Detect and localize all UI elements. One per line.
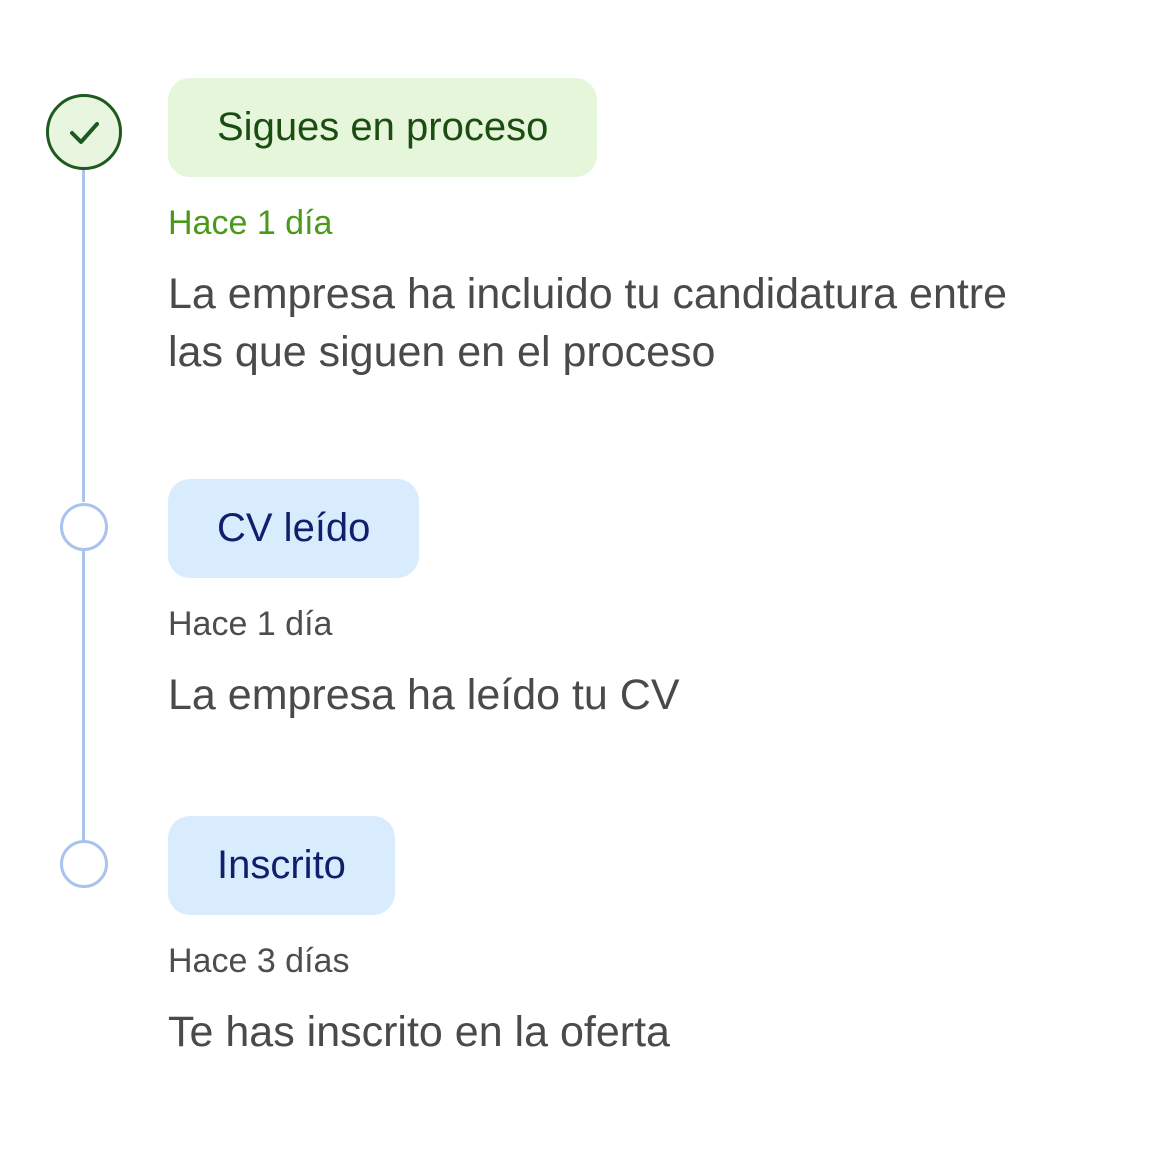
timeline-step: Sigues en proceso Hace 1 día La empresa … — [168, 78, 1158, 381]
status-badge: CV leído — [168, 479, 420, 578]
timeline-step: Inscrito Hace 3 días Te has inscrito en … — [168, 816, 1158, 1061]
timeline-step: CV leído Hace 1 día La empresa ha leído … — [168, 479, 1158, 724]
step-description-line: La empresa ha incluido tu candidatura en… — [168, 270, 1008, 318]
step-description-line: Te has inscrito en la oferta — [168, 1008, 670, 1056]
step-description: La empresa ha incluido tu candidatura en… — [168, 265, 1158, 381]
checkmark-icon — [70, 122, 99, 144]
status-badge: Inscrito — [168, 816, 395, 915]
status-badge: Sigues en proceso — [168, 78, 598, 177]
step-timestamp: Hace 1 día — [168, 605, 333, 643]
timeline-connector — [82, 166, 85, 502]
step-pending-marker — [60, 840, 108, 888]
timeline-connector — [82, 550, 85, 841]
step-description: Te has inscrito en la oferta — [168, 1003, 1158, 1061]
step-timestamp: Hace 1 día — [168, 204, 333, 242]
step-description: La empresa ha leído tu CV — [168, 666, 1158, 724]
step-timestamp: Hace 3 días — [168, 942, 350, 980]
step-description-line: las que siguen en el proceso — [168, 328, 716, 376]
step-pending-marker — [60, 503, 108, 551]
step-description-line: La empresa ha leído tu CV — [168, 671, 680, 719]
step-completed-marker — [46, 94, 122, 170]
